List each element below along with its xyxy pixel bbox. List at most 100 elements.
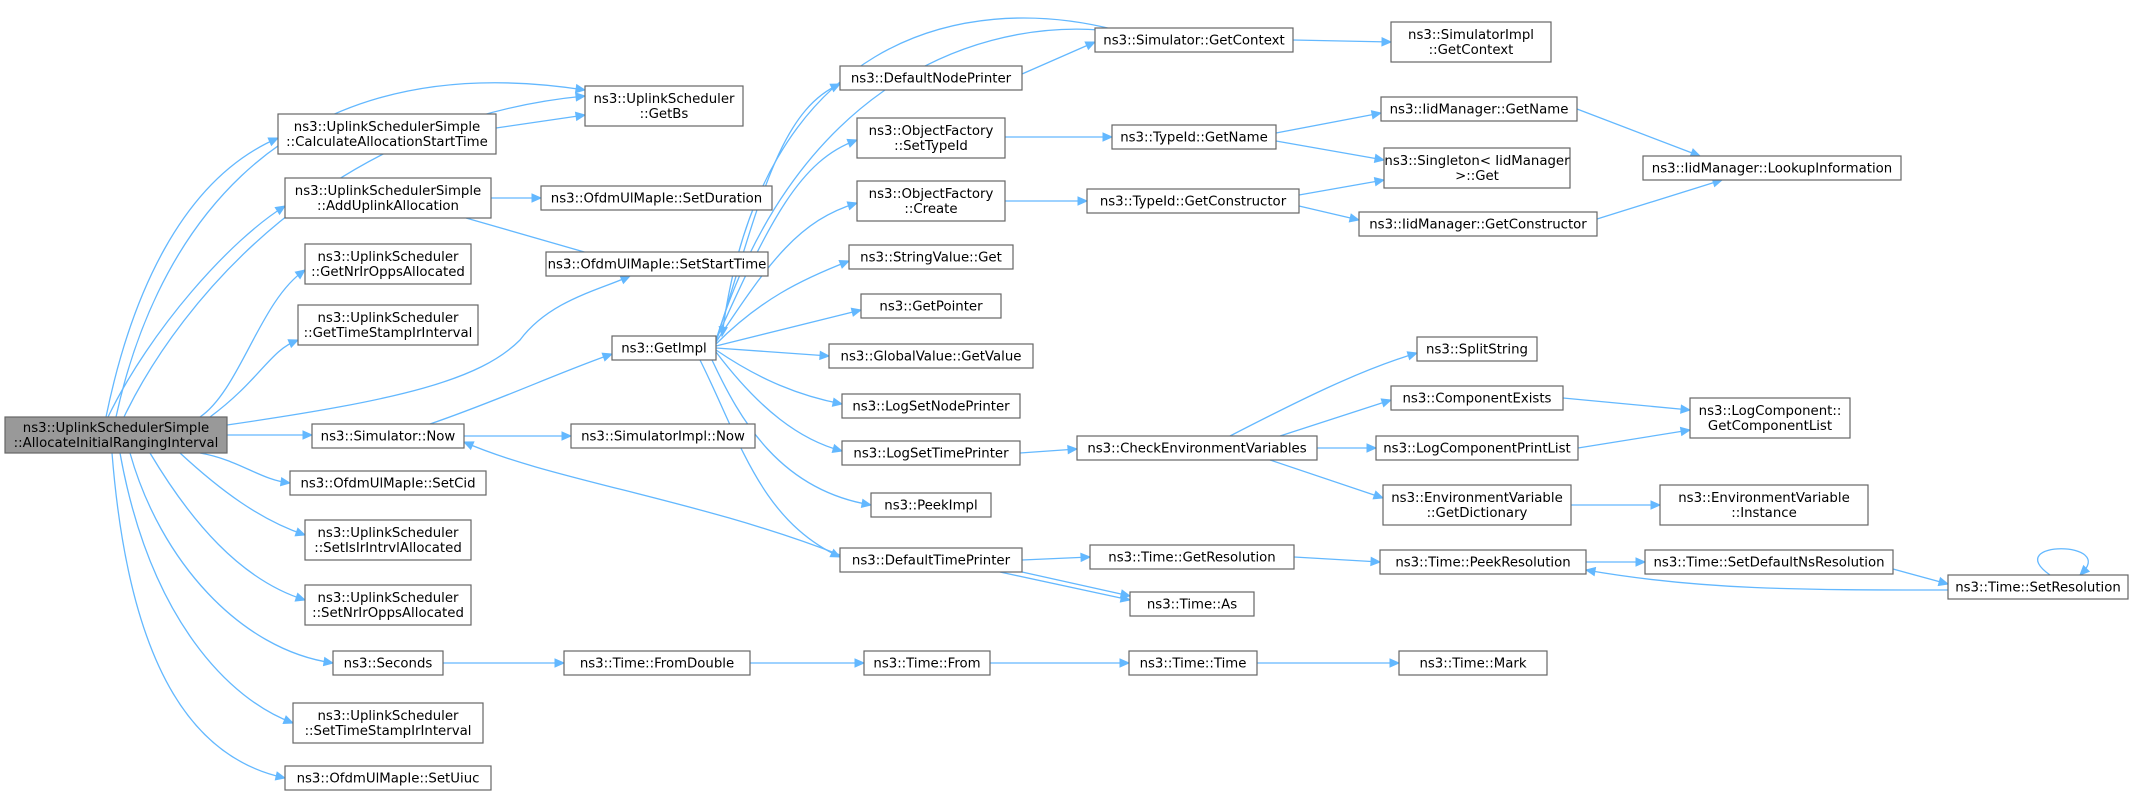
node-box[interactable]: [1644, 549, 1894, 575]
node-peekimpl[interactable]: ns3::PeekImpl: [870, 492, 992, 518]
node-getctor[interactable]: ns3::TypeId::GetConstructor: [1086, 188, 1300, 214]
node-box[interactable]: [1380, 96, 1578, 122]
node-getptr[interactable]: ns3::GetPointer: [860, 293, 1002, 319]
node-box[interactable]: [1086, 188, 1300, 214]
node-logcomplist[interactable]: ns3::LogComponentPrintList: [1375, 435, 1579, 461]
node-box[interactable]: [284, 177, 492, 219]
node-box[interactable]: [841, 393, 1021, 419]
node-simctx[interactable]: ns3::Simulator::GetContext: [1094, 27, 1294, 53]
node-timemark[interactable]: ns3::Time::Mark: [1398, 650, 1548, 676]
node-box[interactable]: [1416, 336, 1538, 362]
node-box[interactable]: [284, 765, 492, 791]
node-box[interactable]: [1390, 21, 1552, 63]
node-box[interactable]: [1358, 211, 1598, 237]
node-box[interactable]: [1111, 124, 1277, 150]
node-box[interactable]: [611, 335, 717, 361]
node-box[interactable]: [1642, 155, 1902, 181]
node-lookup[interactable]: ns3::IidManager::LookupInformation: [1642, 155, 1902, 181]
node-peekres[interactable]: ns3::Time::PeekResolution: [1379, 549, 1587, 575]
node-box[interactable]: [839, 65, 1023, 91]
node-box[interactable]: [860, 293, 1002, 319]
node-defnode[interactable]: ns3::DefaultNodePrinter: [839, 65, 1023, 91]
node-envinst[interactable]: ns3::EnvironmentVariable::Instance: [1659, 484, 1869, 526]
node-getbs[interactable]: ns3::UplinkScheduler::GetBs: [584, 85, 744, 127]
node-implctx[interactable]: ns3::SimulatorImpl::GetContext: [1390, 21, 1552, 63]
node-timetime[interactable]: ns3::Time::Time: [1128, 650, 1258, 676]
node-box[interactable]: [584, 85, 744, 127]
node-setnrir[interactable]: ns3::UplinkScheduler::SetNrIrOppsAllocat…: [304, 584, 472, 626]
node-timeas[interactable]: ns3::Time::As: [1129, 591, 1255, 617]
node-box[interactable]: [292, 702, 484, 744]
node-box[interactable]: [870, 492, 992, 518]
node-implnow[interactable]: ns3::SimulatorImpl::Now: [570, 423, 756, 449]
node-setstart[interactable]: ns3::OfdmUlMapIe::SetStartTime: [545, 251, 769, 277]
node-addup[interactable]: ns3::UplinkSchedulerSimple::AddUplinkAll…: [284, 177, 492, 219]
node-box[interactable]: [856, 117, 1006, 159]
node-iidgetctor[interactable]: ns3::IidManager::GetConstructor: [1358, 211, 1598, 237]
node-singleton[interactable]: ns3::Singleton< IidManager >::Get: [1383, 147, 1571, 189]
node-box[interactable]: [1076, 435, 1318, 461]
node-box[interactable]: [570, 423, 756, 449]
node-box[interactable]: [1089, 544, 1295, 570]
node-box[interactable]: [1383, 147, 1571, 189]
node-box[interactable]: [1379, 549, 1587, 575]
node-box[interactable]: [841, 440, 1021, 466]
node-box[interactable]: [304, 243, 472, 285]
node-getcomplist[interactable]: ns3::LogComponent::GetComponentList: [1689, 397, 1851, 439]
node-setuiuc[interactable]: ns3::OfdmUlMapIe::SetUiuc: [284, 765, 492, 791]
node-box[interactable]: [856, 180, 1006, 222]
node-envdict[interactable]: ns3::EnvironmentVariable::GetDictionary: [1382, 484, 1572, 526]
node-box[interactable]: [277, 113, 497, 155]
node-ofsettype[interactable]: ns3::ObjectFactory::SetTypeId: [856, 117, 1006, 159]
node-ofcreate[interactable]: ns3::ObjectFactory::Create: [856, 180, 1006, 222]
node-fromdouble[interactable]: ns3::Time::FromDouble: [563, 650, 751, 676]
node-box[interactable]: [540, 185, 773, 211]
node-box[interactable]: [863, 650, 991, 676]
node-box[interactable]: [1947, 574, 2129, 600]
node-setdur[interactable]: ns3::OfdmUlMapIe::SetDuration: [540, 185, 773, 211]
node-box[interactable]: [297, 304, 479, 346]
node-box[interactable]: [848, 244, 1014, 270]
node-box[interactable]: [1094, 27, 1294, 53]
node-getres[interactable]: ns3::Time::GetResolution: [1089, 544, 1295, 570]
node-setdefns[interactable]: ns3::Time::SetDefaultNsResolution: [1644, 549, 1894, 575]
node-box[interactable]: [1659, 484, 1869, 526]
node-strget[interactable]: ns3::StringValue::Get: [848, 244, 1014, 270]
node-timefrom[interactable]: ns3::Time::From: [863, 650, 991, 676]
node-box[interactable]: [304, 584, 472, 626]
node-box[interactable]: [311, 423, 465, 449]
node-box[interactable]: [828, 343, 1034, 369]
node-calc[interactable]: ns3::UplinkSchedulerSimple::CalculateAll…: [277, 113, 497, 155]
node-box[interactable]: [839, 547, 1023, 573]
node-lognode[interactable]: ns3::LogSetNodePrinter: [841, 393, 1021, 419]
node-box[interactable]: [1375, 435, 1579, 461]
node-simnow[interactable]: ns3::Simulator::Now: [311, 423, 465, 449]
node-box[interactable]: [4, 416, 228, 454]
node-compexists[interactable]: ns3::ComponentExists: [1390, 385, 1564, 411]
node-checkenv[interactable]: ns3::CheckEnvironmentVariables: [1076, 435, 1318, 461]
node-box[interactable]: [304, 519, 472, 561]
node-deftime[interactable]: ns3::DefaultTimePrinter: [839, 547, 1023, 573]
node-box[interactable]: [332, 650, 444, 676]
node-iidgetname[interactable]: ns3::IidManager::GetName: [1380, 96, 1578, 122]
node-box[interactable]: [545, 251, 769, 277]
node-box[interactable]: [563, 650, 751, 676]
node-root[interactable]: ns3::UplinkSchedulerSimple::AllocateInit…: [4, 416, 228, 454]
node-box[interactable]: [1129, 591, 1255, 617]
node-box[interactable]: [289, 470, 487, 496]
node-setisir[interactable]: ns3::UplinkScheduler::SetIsIrIntrvlAlloc…: [304, 519, 472, 561]
node-logtime[interactable]: ns3::LogSetTimePrinter: [841, 440, 1021, 466]
node-gvget[interactable]: ns3::GlobalValue::GetValue: [828, 343, 1034, 369]
node-box[interactable]: [1398, 650, 1548, 676]
node-settsir[interactable]: ns3::UplinkScheduler::SetTimeStampIrInte…: [292, 702, 484, 744]
node-setres[interactable]: ns3::Time::SetResolution: [1947, 574, 2129, 600]
node-setcid[interactable]: ns3::OfdmUlMapIe::SetCid: [289, 470, 487, 496]
node-box[interactable]: [1382, 484, 1572, 526]
node-box[interactable]: [1128, 650, 1258, 676]
node-getname[interactable]: ns3::TypeId::GetName: [1111, 124, 1277, 150]
node-getnrir[interactable]: ns3::UplinkScheduler::GetNrIrOppsAllocat…: [304, 243, 472, 285]
node-box[interactable]: [1390, 385, 1564, 411]
node-gettsir[interactable]: ns3::UplinkScheduler::GetTimeStampIrInte…: [297, 304, 479, 346]
node-box[interactable]: [1689, 397, 1851, 439]
node-split[interactable]: ns3::SplitString: [1416, 336, 1538, 362]
